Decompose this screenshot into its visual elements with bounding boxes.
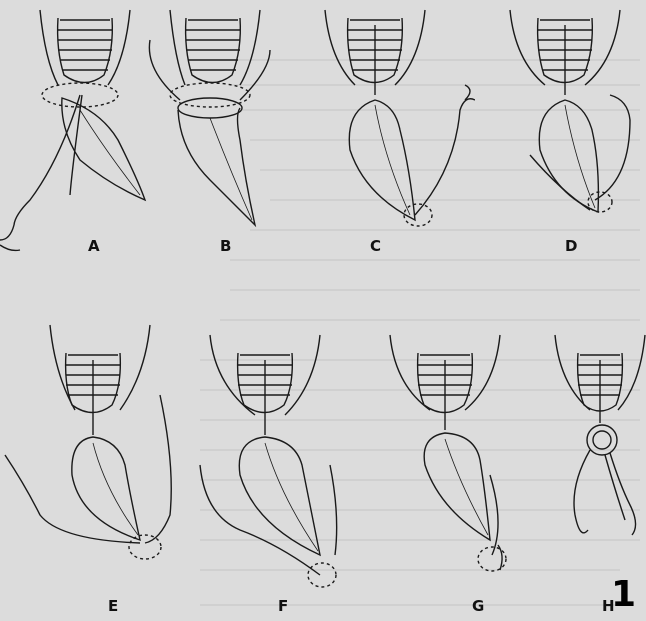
- panel-e-drawing: [0, 315, 200, 595]
- panel-f: F: [190, 315, 380, 595]
- figure-number: 1: [611, 574, 636, 615]
- panel-f-drawing: [190, 315, 380, 595]
- panel-c: C: [315, 0, 475, 280]
- panel-h: H: [550, 315, 646, 595]
- panel-c-drawing: [315, 0, 475, 280]
- panel-h-drawing: [550, 315, 646, 595]
- panel-a: A: [0, 0, 160, 280]
- panel-g: G: [380, 315, 550, 595]
- panel-d: D: [490, 0, 646, 280]
- panel-d-label: D: [565, 237, 577, 255]
- panel-b-label: B: [220, 237, 231, 255]
- panel-g-drawing: [380, 315, 550, 595]
- panel-g-label: G: [472, 597, 484, 615]
- panel-a-label: A: [88, 237, 100, 255]
- panel-b: B: [140, 0, 300, 280]
- panel-e-label: E: [108, 597, 118, 615]
- panel-e: E: [0, 315, 200, 595]
- panel-c-label: C: [370, 237, 381, 255]
- panel-a-drawing: [0, 0, 160, 280]
- panel-f-label: F: [278, 597, 288, 615]
